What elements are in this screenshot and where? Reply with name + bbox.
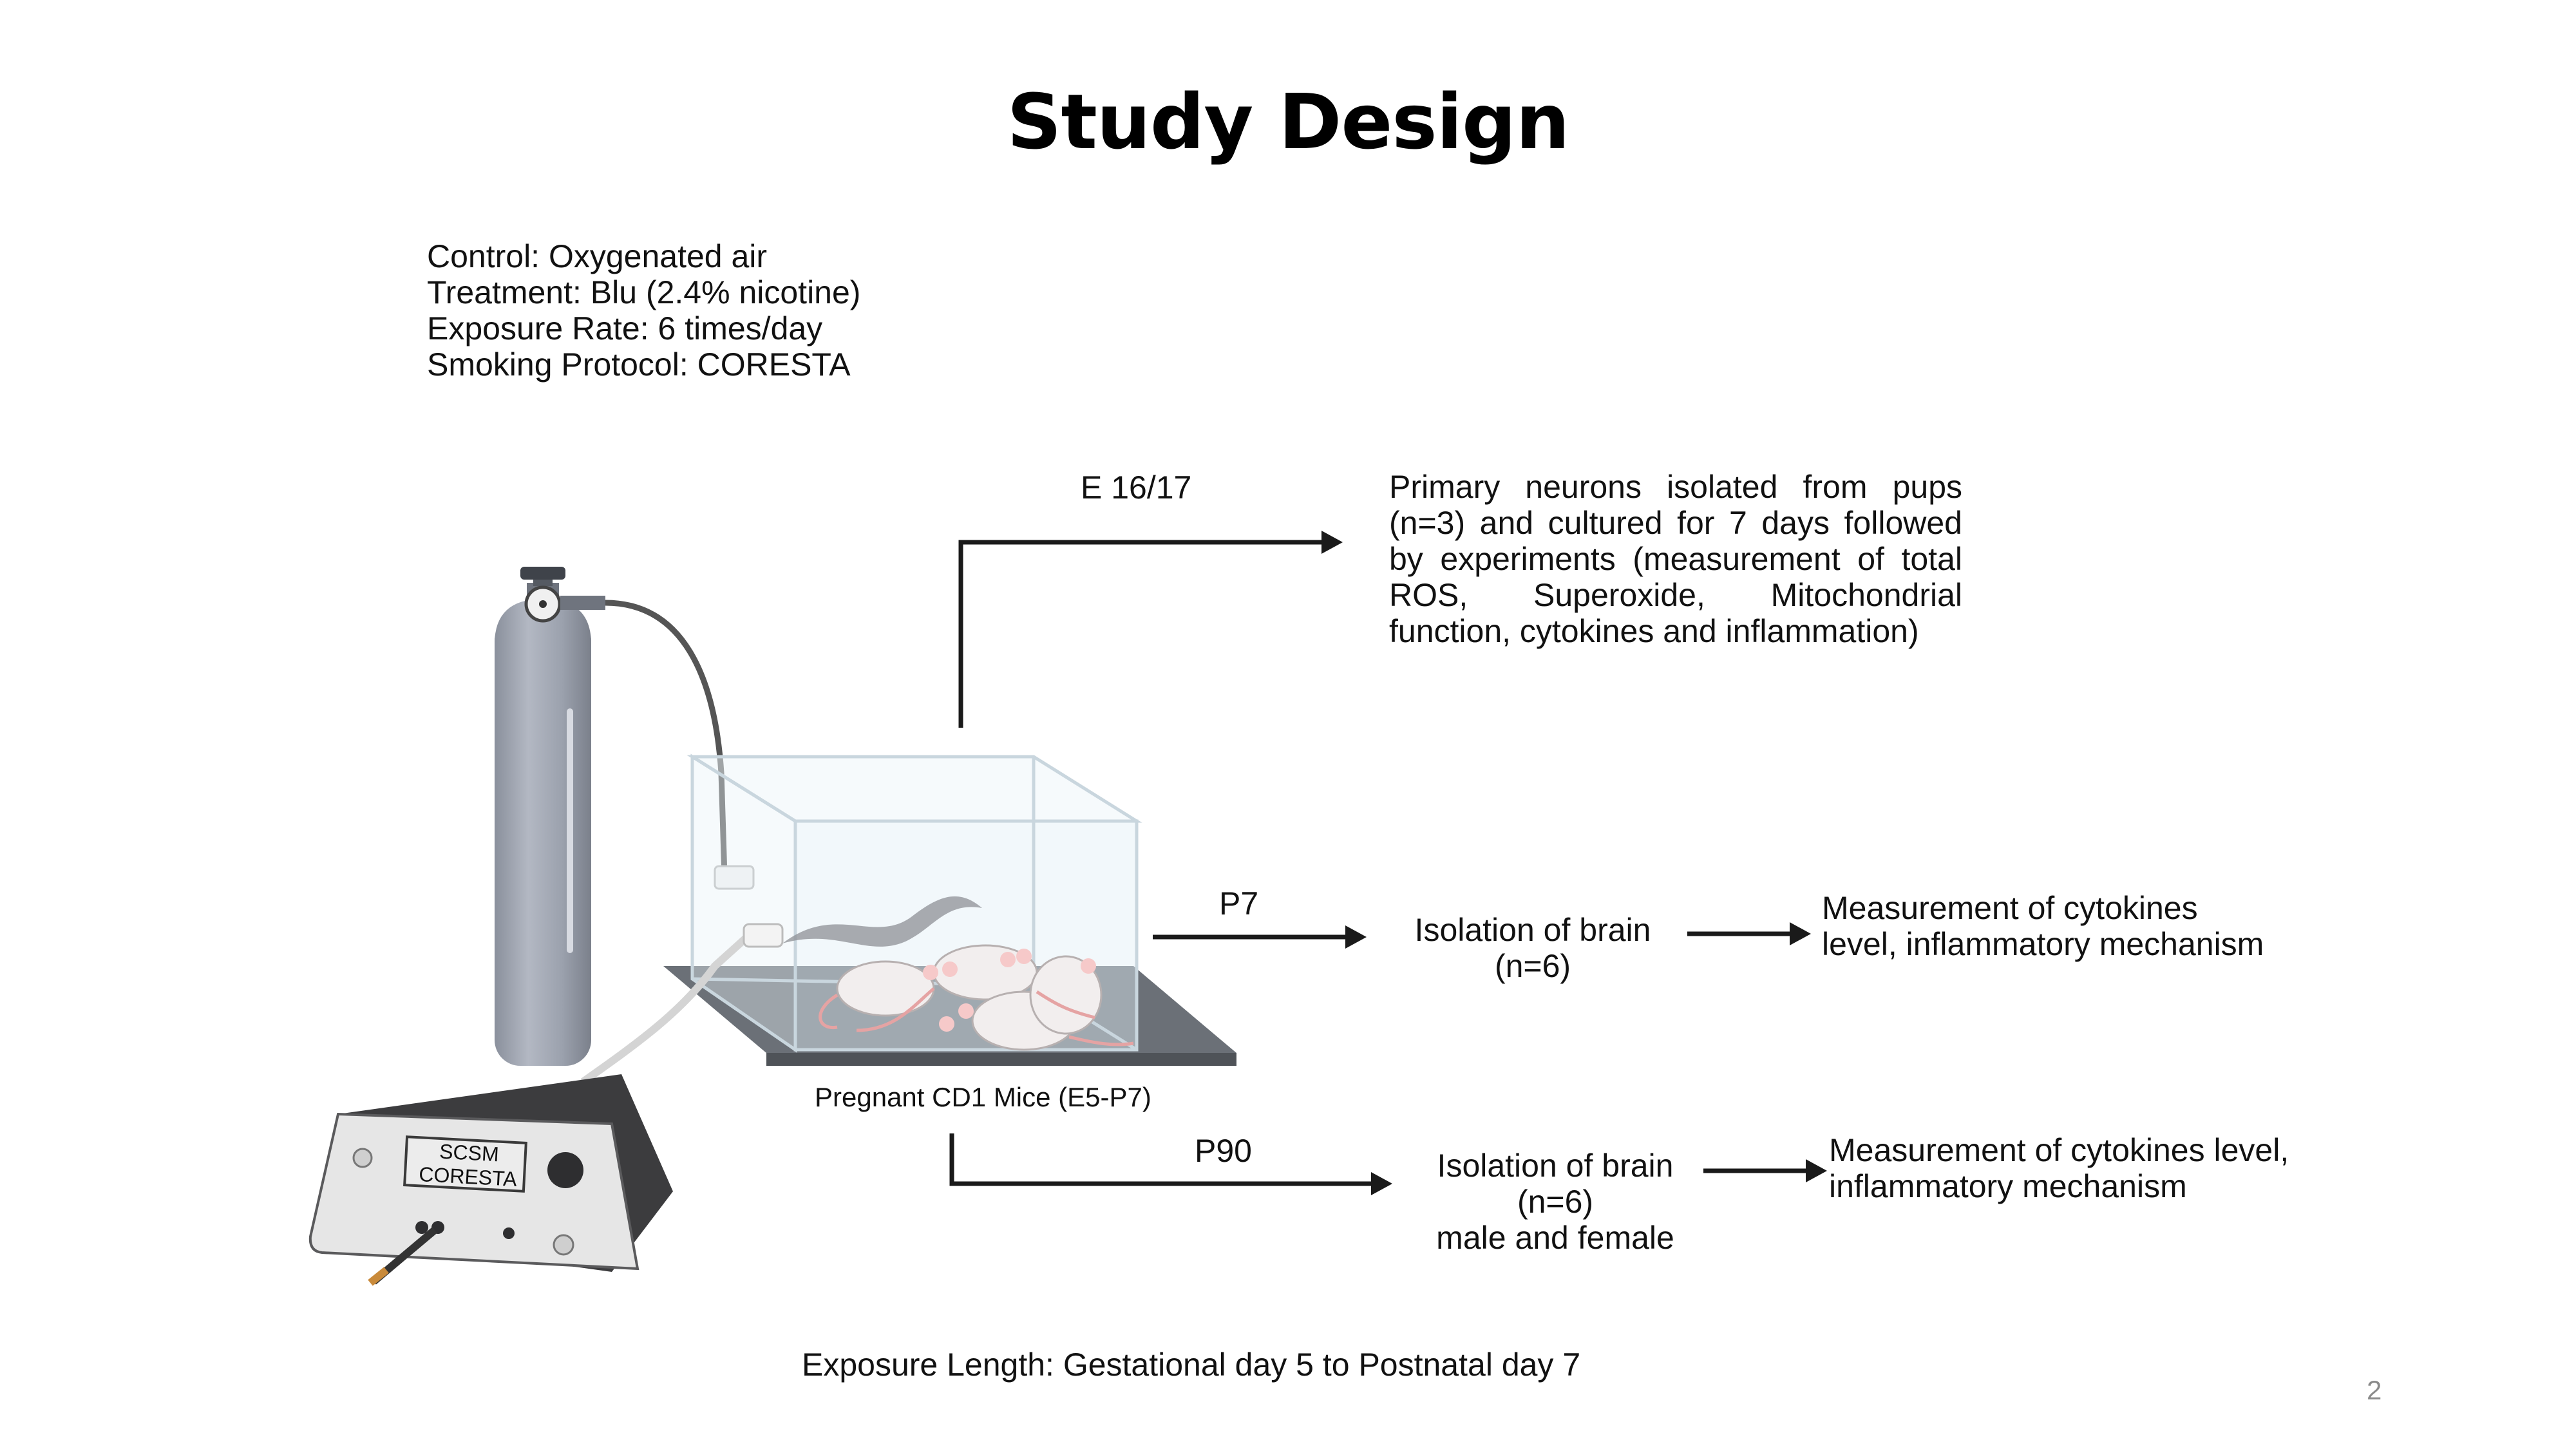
page-title: Study Design — [1007, 77, 1570, 166]
p7-measurement-line: Measurement of cytokines — [1822, 890, 2198, 926]
page-number: 2 — [2367, 1375, 2382, 1405]
smoke-wisp-icon — [782, 896, 982, 947]
study-parameters: Control: Oxygenated air Treatment: Blu (… — [427, 238, 860, 383]
parameter-treatment: Treatment: Blu (2.4% nicotine) — [427, 274, 861, 310]
arrow-heads — [1321, 531, 1827, 1195]
delivery-tube — [580, 934, 750, 1085]
p90-isolation-line: Isolation of brain — [1437, 1148, 1674, 1184]
p90-isolation-step: Isolation of brain (n=6) male and female — [1401, 1148, 1710, 1256]
parameter-exposure-rate: Exposure Rate: 6 times/day — [427, 310, 823, 346]
device-display — [403, 1135, 527, 1193]
label-p90: P90 — [1195, 1133, 1252, 1169]
arrow-e16 — [958, 540, 1327, 728]
parameter-smoking-protocol: Smoking Protocol: CORESTA — [427, 346, 851, 383]
flow-arrows — [949, 540, 1813, 1186]
label-e16: E 16/17 — [1081, 469, 1192, 506]
p90-isolation-line: (n=6) — [1517, 1184, 1594, 1220]
device-display-text: SCSM CORESTA — [411, 1138, 526, 1191]
chamber-caption: Pregnant CD1 Mice (E5-P7) — [815, 1082, 1151, 1112]
p90-measurement-step: Measurement of cytokines level, inflamma… — [1829, 1132, 2289, 1204]
mice-icon — [819, 944, 1134, 1051]
gas-cylinder-icon — [495, 567, 755, 1066]
p90-measurement-line: inflammatory mechanism — [1829, 1168, 2187, 1204]
smoking-device-icon — [308, 1074, 673, 1286]
p7-isolation-step: Isolation of brain (n=6) — [1385, 912, 1681, 984]
e16-description: Primary neurons isolated from pups (n=3)… — [1389, 469, 1962, 649]
p7-isolation-line: (n=6) — [1494, 948, 1571, 984]
exposure-length: Exposure Length: Gestational day 5 to Po… — [802, 1347, 1581, 1383]
p7-isolation-line: Isolation of brain — [1414, 912, 1651, 948]
label-p7: P7 — [1219, 886, 1259, 922]
p7-measurement-step: Measurement of cytokines level, inflamma… — [1822, 890, 2264, 962]
p90-measurement-line: Measurement of cytokines level, — [1829, 1132, 2289, 1168]
p90-isolation-line: male and female — [1436, 1220, 1674, 1256]
arrow-p90 — [949, 1133, 1378, 1186]
p7-measurement-line: level, inflammatory mechanism — [1822, 926, 2264, 962]
parameter-control: Control: Oxygenated air — [427, 238, 768, 274]
